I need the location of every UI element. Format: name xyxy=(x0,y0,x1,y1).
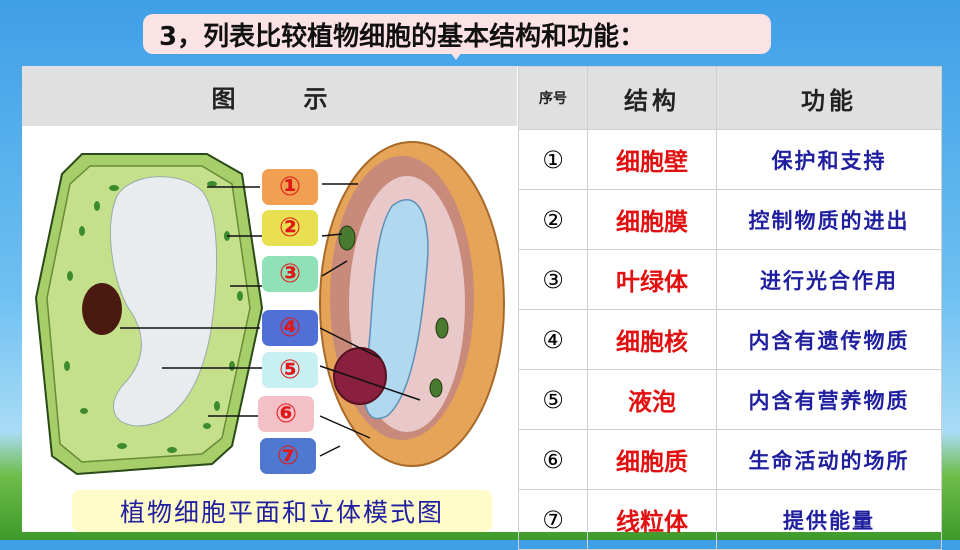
slide-title: 3，列表比较植物细胞的基本结构和功能： xyxy=(143,14,771,54)
header-function: 功能 xyxy=(716,66,942,130)
diagram-label-6: ⑥ xyxy=(258,396,314,432)
diagram-label-3: ③ xyxy=(262,256,318,292)
structure-function-table: 序号 结构 功能 ① 细胞壁 保护和支持 ② 细胞膜 控制物质的进出 ③ 叶绿体… xyxy=(518,66,942,550)
diagram-label-7: ⑦ xyxy=(260,438,316,474)
row-function: 生命活动的场所 xyxy=(716,429,942,490)
row-function: 内含有遗传物质 xyxy=(716,309,942,370)
row-number: ⑤ xyxy=(518,369,588,430)
row-structure: 叶绿体 xyxy=(587,249,717,310)
table-row: ⑥ 细胞质 生命活动的场所 xyxy=(518,429,942,490)
table-row: ① 细胞壁 保护和支持 xyxy=(518,129,942,190)
flat-cell-chloroplasts xyxy=(64,181,243,453)
row-structure: 细胞质 xyxy=(587,429,717,490)
diagram-label-2: ② xyxy=(262,210,318,246)
row-structure: 细胞壁 xyxy=(587,129,717,190)
row-function: 内含有营养物质 xyxy=(716,369,942,430)
row-function: 提供能量 xyxy=(716,489,942,550)
title-pointer xyxy=(450,52,462,60)
diagram-header: 图示 xyxy=(22,66,517,126)
content-sheet: 图示 xyxy=(22,66,942,550)
flat-cell-vacuole xyxy=(109,176,218,427)
table-row: ③ 叶绿体 进行光合作用 xyxy=(518,249,942,310)
row-number: ② xyxy=(518,189,588,250)
header-structure: 结构 xyxy=(587,66,717,130)
diagram-label-4: ④ xyxy=(262,310,318,346)
row-function: 进行光合作用 xyxy=(716,249,942,310)
row-structure: 液泡 xyxy=(587,369,717,430)
row-structure: 细胞核 xyxy=(587,309,717,370)
leader-lines xyxy=(120,183,421,457)
flat-cell-nucleus xyxy=(82,283,122,335)
row-number: ⑥ xyxy=(518,429,588,490)
row-number: ⑦ xyxy=(518,489,588,550)
plant-cell-diagram xyxy=(34,141,505,476)
row-number: ④ xyxy=(518,309,588,370)
table-row: ④ 细胞核 内含有遗传物质 xyxy=(518,309,942,370)
diagram-label-1: ① xyxy=(262,169,318,205)
cube-cell-chloroplasts xyxy=(338,225,449,398)
row-number: ③ xyxy=(518,249,588,310)
table-row: ② 细胞膜 控制物质的进出 xyxy=(518,189,942,250)
row-structure: 线粒体 xyxy=(587,489,717,550)
row-structure: 细胞膜 xyxy=(587,189,717,250)
header-number: 序号 xyxy=(518,66,588,130)
row-number: ① xyxy=(518,129,588,190)
row-function: 控制物质的进出 xyxy=(716,189,942,250)
table-row: ⑦ 线粒体 提供能量 xyxy=(518,489,942,550)
diagram-caption: 植物细胞平面和立体模式图 xyxy=(72,490,492,532)
diagram-label-5: ⑤ xyxy=(262,352,318,388)
table-row: ⑤ 液泡 内含有营养物质 xyxy=(518,369,942,430)
row-function: 保护和支持 xyxy=(716,129,942,190)
